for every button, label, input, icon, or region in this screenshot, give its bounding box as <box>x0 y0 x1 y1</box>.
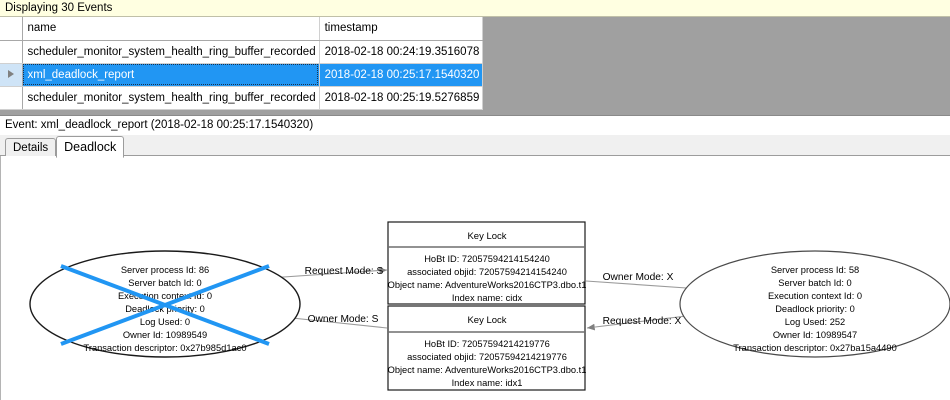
edge-label-request-mode-s: Request Mode: S <box>305 266 384 277</box>
bottom-key-lock-title: Key Lock <box>467 315 506 326</box>
events-table[interactable]: name timestamp scheduler_monitor_system_… <box>0 17 484 110</box>
cell-timestamp[interactable]: 2018-02-18 00:25:17.1540320 <box>319 63 484 87</box>
process-ellipse[interactable] <box>679 250 950 358</box>
column-header-name[interactable]: name <box>22 17 320 41</box>
displaying-events-banner: Displaying 30 Events <box>0 0 950 17</box>
right-process-line-5: Owner Id: 10989547 <box>773 330 857 340</box>
column-header-selector <box>0 17 23 41</box>
deadlock-graph-svg: Request Mode: S Owner Mode: X Owner Mode… <box>29 221 950 391</box>
right-process-line-6: Transaction descriptor: 0x27ba15a4490 <box>733 343 897 353</box>
top-key-lock-title: Key Lock <box>467 231 506 242</box>
top-key-lock-line-1: associated objid: 72057594214154240 <box>407 267 567 277</box>
top-key-lock-line-3: Index name: cidx <box>452 293 523 303</box>
left-process-line-3: Deadlock priority: 0 <box>125 304 205 314</box>
resource-box[interactable] <box>387 305 586 391</box>
top-key-lock-line-0: HoBt ID: 72057594214154240 <box>424 254 550 264</box>
table-row[interactable]: xml_deadlock_report 2018-02-18 00:25:17.… <box>0 63 484 87</box>
row-selector-cell[interactable] <box>0 63 23 87</box>
edge-top-owner-right: Owner Mode: X <box>585 272 702 292</box>
table-row[interactable]: scheduler_monitor_system_health_ring_buf… <box>0 40 484 64</box>
right-process-line-4: Log Used: 252 <box>785 317 845 327</box>
row-selector-cell[interactable] <box>0 86 23 110</box>
left-process-line-6: Transaction descriptor: 0x27b985d1ac0 <box>84 343 247 353</box>
deadlock-graph-canvas[interactable]: Request Mode: S Owner Mode: X Owner Mode… <box>0 156 950 400</box>
column-header-timestamp[interactable]: timestamp <box>319 17 484 41</box>
resource-box[interactable] <box>387 221 586 305</box>
row-selector-cell[interactable] <box>0 40 23 64</box>
bottom-key-lock-line-3: Index name: idx1 <box>452 378 523 388</box>
left-process-line-0: Server process Id: 86 <box>121 265 209 275</box>
table-row[interactable]: scheduler_monitor_system_health_ring_buf… <box>0 86 484 110</box>
tab-deadlock[interactable]: Deadlock <box>56 136 125 158</box>
events-grid[interactable]: name timestamp scheduler_monitor_system_… <box>0 17 950 116</box>
left-process-node[interactable]: Server process Id: 86 Server batch Id: 0… <box>29 250 301 358</box>
left-process-line-1: Server batch Id: 0 <box>128 278 201 288</box>
bottom-key-lock-line-2: Object name: AdventureWorks2016CTP3.dbo.… <box>388 365 587 375</box>
right-process-line-3: Deadlock priority: 0 <box>775 304 855 314</box>
top-key-lock-line-2: Object name: AdventureWorks2016CTP3.dbo.… <box>388 280 587 290</box>
banner-label: Displaying 30 Events <box>5 2 113 14</box>
edge-line <box>585 280 702 292</box>
left-process-line-4: Log Used: 0 <box>140 317 190 327</box>
left-process-line-5: Owner Id: 10989549 <box>123 330 207 340</box>
left-process-line-2: Execution context Id: 0 <box>118 291 212 301</box>
event-header-text: Event: xml_deadlock_report (2018-02-18 0… <box>5 119 314 131</box>
cell-name[interactable]: xml_deadlock_report <box>22 63 320 87</box>
bottom-key-lock-line-0: HoBt ID: 72057594214219776 <box>424 339 550 349</box>
bottom-key-lock-node[interactable]: Key Lock HoBt ID: 72057594214219776 asso… <box>387 305 587 391</box>
right-process-line-1: Server batch Id: 0 <box>778 278 851 288</box>
row-selector-arrow-icon <box>7 70 14 79</box>
table-header-row: name timestamp <box>0 17 484 41</box>
right-process-line-0: Server process Id: 58 <box>771 265 859 275</box>
edge-label-owner-mode-s: Owner Mode: S <box>308 314 379 325</box>
cell-timestamp[interactable]: 2018-02-18 00:24:19.3516078 <box>319 40 484 64</box>
cell-timestamp[interactable]: 2018-02-18 00:25:19.5276859 <box>319 86 484 110</box>
tab-details[interactable]: Details <box>5 138 57 158</box>
bottom-key-lock-line-1: associated objid: 72057594214219776 <box>407 352 567 362</box>
right-process-line-2: Execution context Id: 0 <box>768 291 862 301</box>
cell-name[interactable]: scheduler_monitor_system_health_ring_buf… <box>22 40 320 64</box>
top-key-lock-node[interactable]: Key Lock HoBt ID: 72057594214154240 asso… <box>387 221 587 305</box>
cell-name[interactable]: scheduler_monitor_system_health_ring_buf… <box>22 86 320 110</box>
edge-label-owner-mode-x: Owner Mode: X <box>603 272 674 283</box>
right-process-node[interactable]: Server process Id: 58 Server batch Id: 0… <box>679 250 950 358</box>
victim-cross-icon <box>60 264 270 346</box>
edge-label-request-mode-x: Request Mode: X <box>603 316 682 327</box>
event-header: Event: xml_deadlock_report (2018-02-18 0… <box>0 116 950 135</box>
